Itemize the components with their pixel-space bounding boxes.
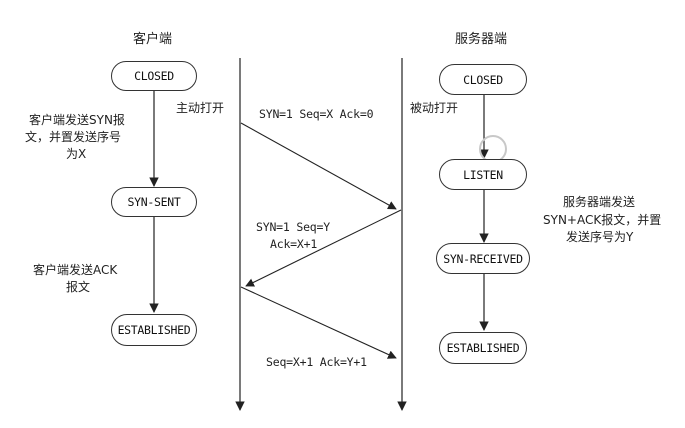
server-send-note-3: 发送序号为Y xyxy=(566,230,634,244)
active-open-label: 主动打开 xyxy=(176,101,225,115)
client-state-syn-sent: SYN-SENT xyxy=(111,187,197,217)
message-label-syn-ack-1: SYN=1 Seq=Y xyxy=(256,220,330,234)
server-state-listen: LISTEN xyxy=(439,159,527,190)
client-state-established: ESTABLISHED xyxy=(111,314,197,346)
client-title: 客户端 xyxy=(133,32,173,47)
passive-open-label: 被动打开 xyxy=(410,101,459,115)
client-send-syn-note-1: 客户端发送SYN报 xyxy=(29,113,125,127)
message-label-syn: SYN=1 Seq=X Ack=0 xyxy=(259,107,374,121)
message-arrow-syn-ack xyxy=(245,209,402,287)
client-send-syn-note-3: 为X xyxy=(66,147,87,161)
message-arrow-ack xyxy=(240,286,397,359)
message-label-syn-ack-2: Ack=X+1 xyxy=(270,237,318,251)
server-send-note-1: 服务器端发送 xyxy=(563,195,636,209)
server-send-note-2: SYN+ACK报文，并置 xyxy=(543,213,662,227)
message-label-ack: Seq=X+1 Ack=Y+1 xyxy=(266,355,367,369)
server-state-syn-received: SYN-RECEIVED xyxy=(436,243,530,274)
server-title: 服务器端 xyxy=(455,32,508,47)
client-send-ack-note-1: 客户端发送ACK xyxy=(33,263,118,277)
client-send-syn-note-2: 文，并置发送序号 xyxy=(25,130,122,144)
client-send-ack-note-2: 报文 xyxy=(66,280,91,294)
server-state-established: ESTABLISHED xyxy=(439,332,527,364)
client-state-closed: CLOSED xyxy=(111,61,197,91)
server-state-closed: CLOSED xyxy=(439,64,527,95)
message-arrow-syn xyxy=(240,122,397,210)
